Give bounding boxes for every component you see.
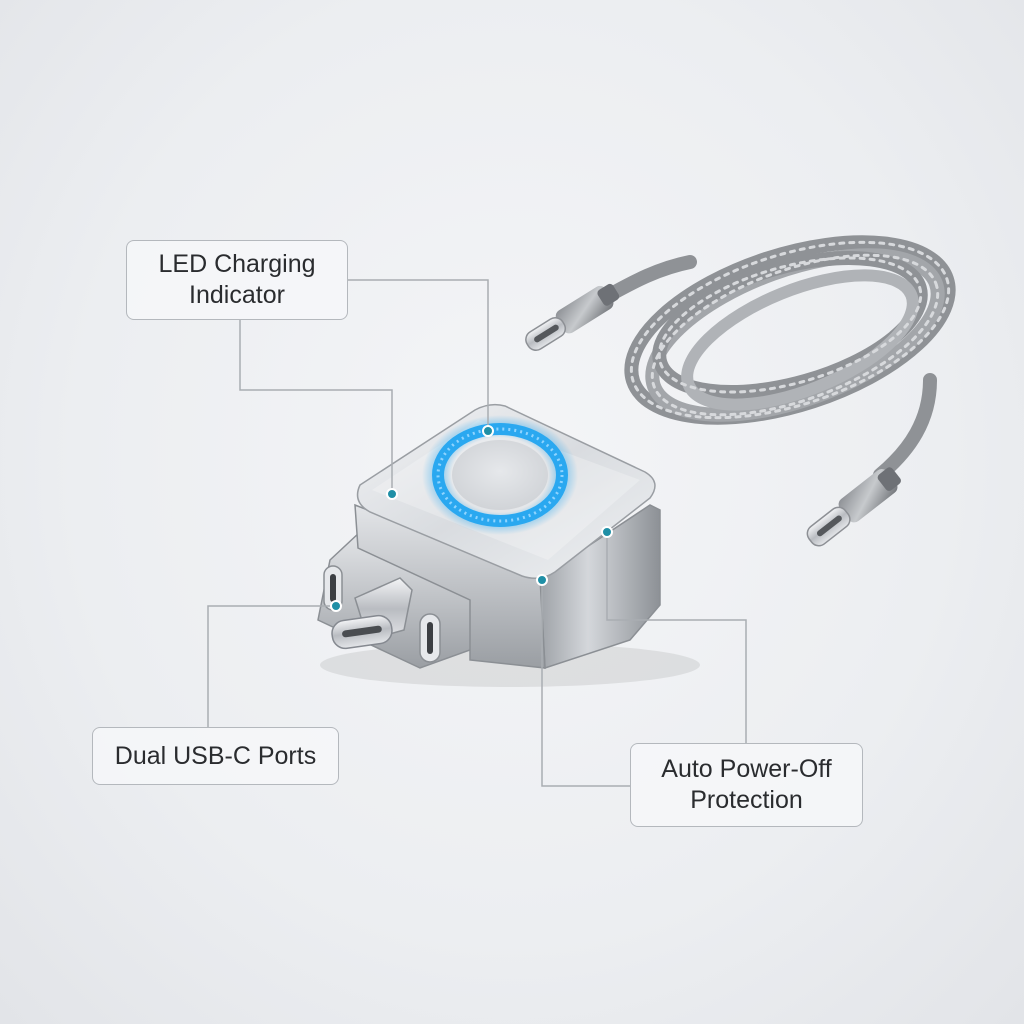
callout-text: Indicator (189, 281, 285, 309)
callout-text: Auto Power-Off (661, 755, 832, 783)
leader-line-autooff-b (541, 580, 630, 787)
leader-line-led-b (239, 320, 393, 493)
braided-cable-icon (525, 235, 956, 547)
usb-c-plug-icon (806, 467, 901, 547)
callout-text: Dual USB-C Ports (114, 741, 317, 770)
markers (330, 425, 613, 612)
marker-led-a (482, 425, 494, 437)
usb-c-plug-icon (525, 283, 620, 351)
charger-icon (317, 403, 700, 687)
callout-text: Protection (690, 786, 803, 814)
marker-usbc (330, 600, 342, 612)
marker-autooff-b (536, 574, 548, 586)
led-ring-icon (422, 415, 578, 535)
leader-lines (207, 279, 747, 787)
usb-c-port-icon (419, 613, 441, 663)
callout-auto-power-off-protection: Auto Power-Off Protection (630, 743, 863, 827)
marker-led-b (386, 488, 398, 500)
callout-text: LED Charging (158, 250, 316, 278)
marker-autooff-a (601, 526, 613, 538)
leader-line-led-a (348, 279, 489, 430)
usb-c-port-icon (323, 565, 343, 611)
leader-line-usbc (207, 605, 335, 727)
callout-dual-usb-c-ports: Dual USB-C Ports (92, 727, 339, 785)
usb-c-plug-icon (331, 577, 413, 650)
leader-line-autooff-a (606, 532, 747, 743)
callout-led-charging-indicator: LED Charging Indicator (126, 240, 348, 320)
